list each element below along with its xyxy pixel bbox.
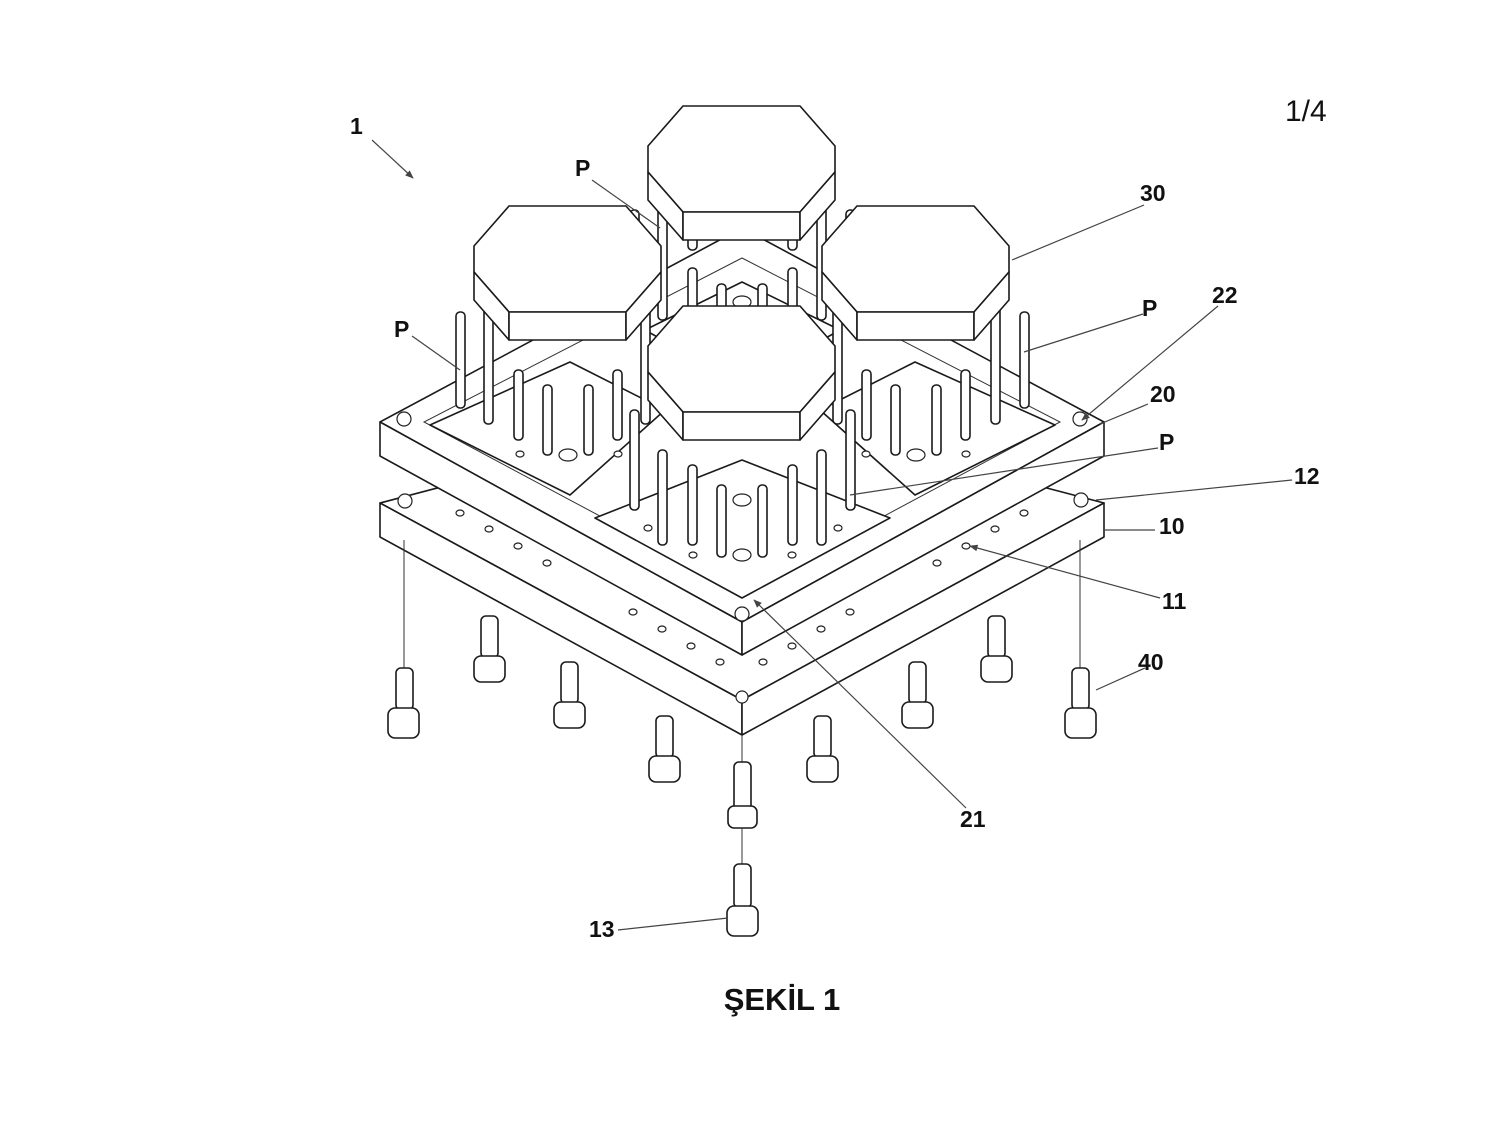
screw-right-corner	[1065, 540, 1096, 738]
label-window-21: 21	[960, 806, 986, 832]
base-hole-right	[1074, 493, 1088, 507]
screw-right-2	[981, 616, 1012, 682]
label-screw-40: 40	[1138, 649, 1164, 675]
label-hole-11: 11	[1162, 588, 1187, 614]
screw-left-corner	[388, 540, 419, 738]
label-holder: 30	[1140, 180, 1166, 206]
label-screw-13: 13	[589, 916, 615, 942]
screw-center	[728, 735, 757, 828]
holder-right	[822, 206, 1009, 340]
holder-top	[648, 106, 835, 240]
screw-13	[727, 828, 758, 936]
label-pin-1: P	[575, 155, 590, 181]
label-hole-12: 12	[1294, 463, 1320, 489]
label-assembly: 1	[350, 113, 363, 139]
base-hole-front	[736, 691, 748, 703]
holder-left	[474, 206, 661, 340]
base-hole-left	[398, 494, 412, 508]
label-pin-4: P	[1159, 429, 1174, 455]
screw-left-4	[649, 716, 680, 782]
page-number: 1/4	[1285, 95, 1327, 128]
figure-caption: ŞEKİL 1	[724, 982, 841, 1017]
screw-left-2	[474, 616, 505, 682]
screw-right-3	[902, 662, 933, 728]
screw-right-4	[807, 716, 838, 782]
corner-hole-left	[397, 412, 411, 426]
label-plate-20: 20	[1150, 381, 1176, 407]
corner-hole-right	[1073, 412, 1087, 426]
corner-hole-front	[735, 607, 749, 621]
label-hole-22: 22	[1212, 282, 1238, 308]
label-base-10: 10	[1159, 513, 1185, 539]
label-pin-2: P	[394, 316, 409, 342]
label-pin-3: P	[1142, 295, 1157, 321]
screw-left-3	[554, 662, 585, 728]
holder-front	[648, 306, 835, 440]
